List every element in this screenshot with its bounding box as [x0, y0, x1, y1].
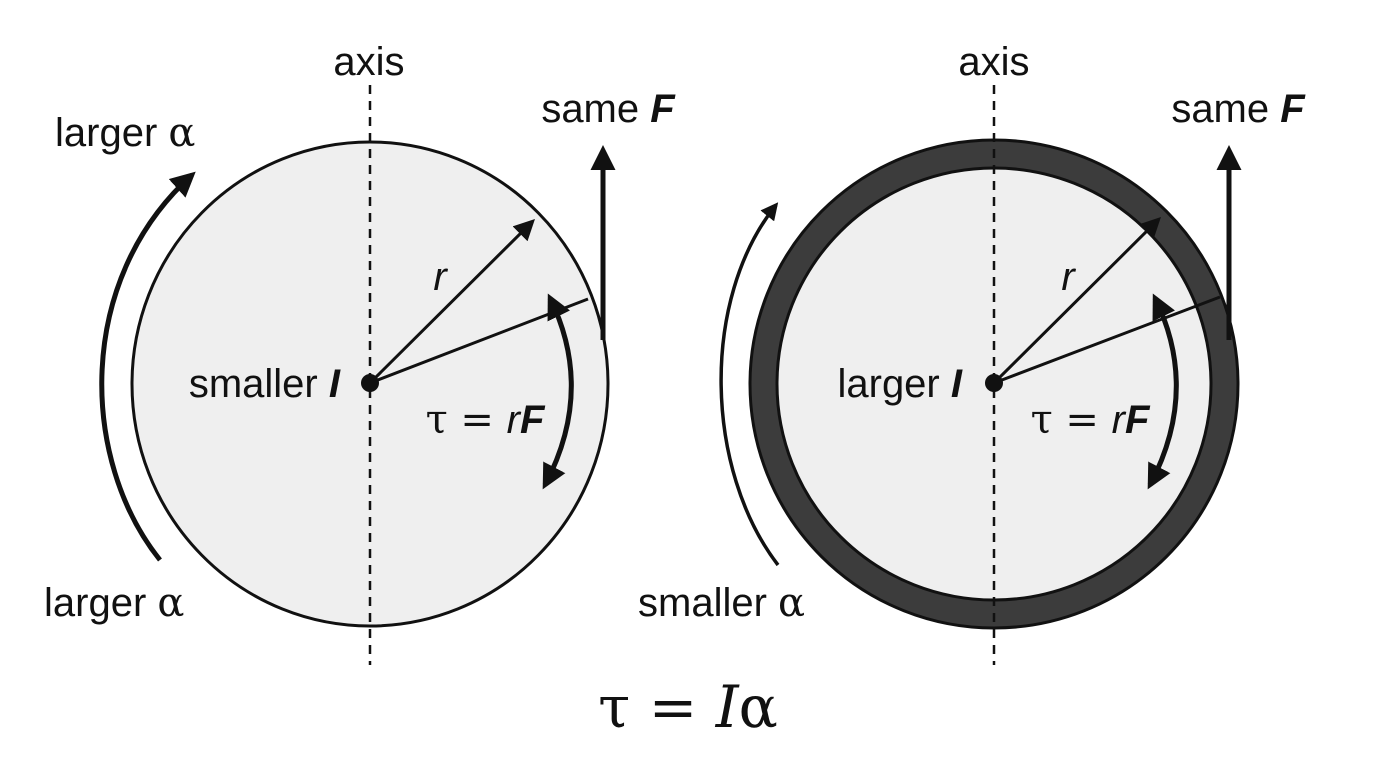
- radius-label: r: [433, 255, 448, 299]
- torque-label: τ = rF: [426, 397, 546, 443]
- left-panel: axis r same F τ = rF smaller I larger α …: [44, 40, 676, 665]
- torque-arrow: [542, 293, 574, 490]
- radius-label: r: [1061, 255, 1076, 299]
- radius-arrow: [992, 217, 1161, 385]
- axis-label: axis: [958, 40, 1029, 84]
- force-label: same F: [541, 87, 676, 131]
- alpha-bottom-label: larger α: [44, 580, 184, 626]
- alpha-top-label: larger α: [55, 110, 195, 156]
- inertia-label: larger I: [837, 362, 962, 406]
- center-dot: [361, 374, 379, 392]
- angular-acceleration-arrow: [719, 202, 780, 567]
- alpha-bottom-label: smaller α: [638, 580, 805, 626]
- center-dot: [985, 374, 1003, 392]
- axis-label: axis: [333, 40, 404, 84]
- inertia-label: smaller I: [189, 362, 341, 406]
- force-label: same F: [1171, 87, 1306, 131]
- torque-label: τ = rF: [1031, 397, 1151, 443]
- radius-arrow: [368, 219, 535, 385]
- torque-arrow: [1147, 293, 1179, 490]
- newton-rotation-equation: τ = Iα: [598, 673, 778, 741]
- angular-acceleration-arrow: [99, 171, 196, 562]
- right-panel: axis r same F τ = rF larger I smaller α: [638, 40, 1306, 665]
- lever-arm-line: [993, 295, 1221, 385]
